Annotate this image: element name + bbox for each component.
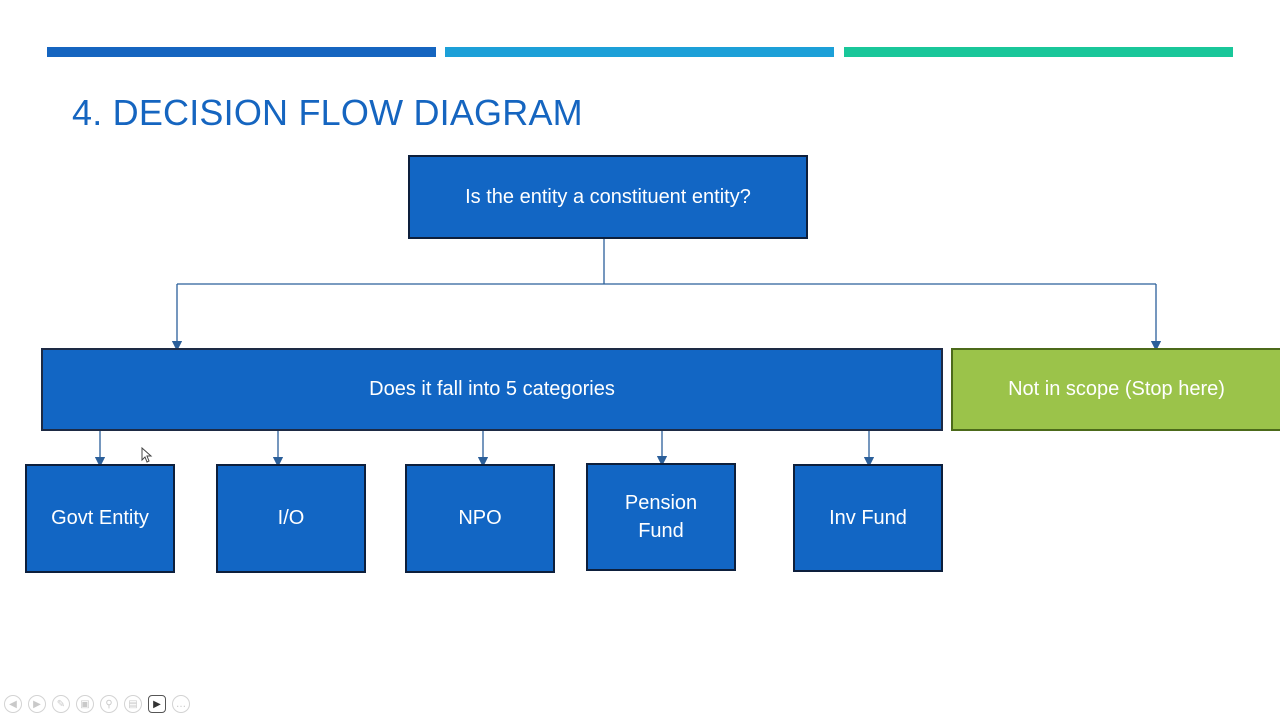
accent-bar-cyan	[445, 47, 834, 57]
category-label: I/O	[277, 507, 305, 529]
root-question-box: Is the entity a constituent entity?	[408, 155, 808, 239]
mouse-cursor-icon	[141, 447, 153, 463]
category-label: Pension Fund	[624, 492, 698, 542]
subtitle-icon[interactable]: ▤	[124, 695, 142, 713]
category-label: NPO	[458, 507, 502, 529]
more-icon[interactable]: …	[172, 695, 190, 713]
zoom-icon[interactable]: ⚲	[100, 695, 118, 713]
categories-question-text: Does it fall into 5 categories	[369, 378, 615, 400]
category-govt-entity: Govt Entity	[25, 464, 175, 573]
categories-question-box: Does it fall into 5 categories	[41, 348, 943, 431]
category-pension-fund: Pension Fund	[586, 463, 736, 571]
not-in-scope-box: Not in scope (Stop here)	[951, 348, 1280, 431]
slide-title: 4. DECISION FLOW DIAGRAM	[72, 92, 583, 133]
slides-icon[interactable]: ▣	[76, 695, 94, 713]
camera-icon[interactable]: ▶	[148, 695, 166, 713]
not-in-scope-text: Not in scope (Stop here)	[1008, 378, 1225, 400]
accent-bar-teal	[844, 47, 1233, 57]
category-label: Govt Entity	[51, 507, 149, 529]
next-icon[interactable]: ▶	[28, 695, 46, 713]
prev-icon[interactable]: ◀	[4, 695, 22, 713]
root-question-text: Is the entity a constituent entity?	[465, 185, 751, 208]
accent-bar-blue	[47, 47, 436, 57]
pen-icon[interactable]: ✎	[52, 695, 70, 713]
category-npo: NPO	[405, 464, 555, 573]
slideshow-toolbar: ◀ ▶ ✎ ▣ ⚲ ▤ ▶ …	[4, 693, 190, 715]
category-io: I/O	[216, 464, 366, 573]
category-inv-fund: Inv Fund	[793, 464, 943, 572]
category-label: Inv Fund	[829, 506, 907, 529]
